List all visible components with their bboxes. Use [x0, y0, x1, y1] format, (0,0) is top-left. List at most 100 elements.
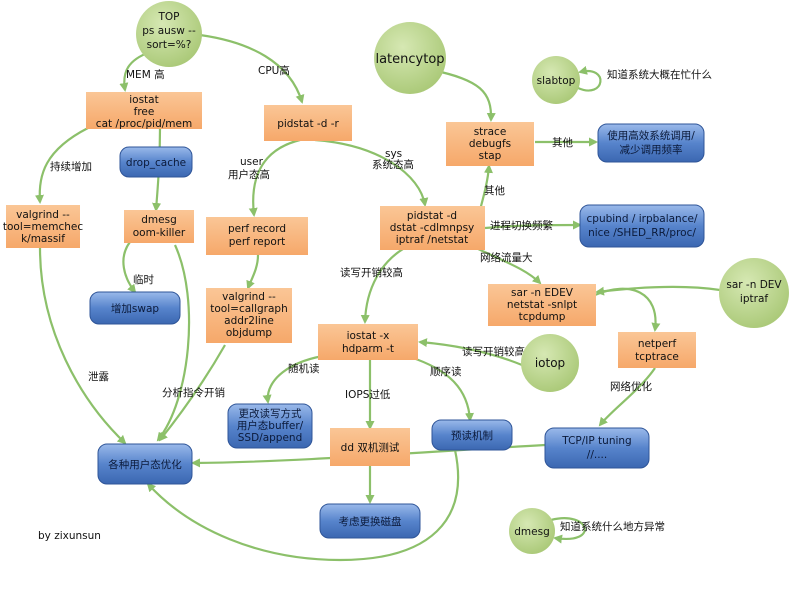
node-syscall-opt-line2: 减少调用频率 — [620, 143, 683, 156]
node-dmesg-bottom-shape — [509, 508, 555, 554]
edge-iostat-to-valgrind — [34, 127, 89, 204]
edge-pidstat-d-to-iostat-x — [360, 244, 411, 324]
edge-valgrind-to-user-opt — [38, 247, 127, 445]
node-valgrind-memcheck: valgrind -- tool=memchec k/massif — [3, 205, 83, 248]
node-iostat-free-line1: iostat — [129, 94, 158, 106]
node-change-rw: 更改读写方式 用户态buffer/ SSD/append — [227, 403, 313, 449]
node-sar-dev-shape — [719, 258, 789, 328]
node-valgrind-memcheck-line2: tool=memchec — [3, 221, 83, 233]
node-slabtop-shape — [532, 56, 580, 104]
node-dmesg-oom-line1: dmesg — [141, 214, 177, 226]
node-change-rw-shape — [227, 403, 313, 449]
node-iotop-shape — [521, 334, 579, 392]
node-iostat-free-line2: free — [134, 106, 155, 118]
edge-sar-edev-to-netperf — [594, 287, 661, 332]
node-strace: strace debugfs stap — [446, 122, 534, 166]
label-net-traffic: 网络流量大 — [480, 251, 533, 264]
node-readahead: 预读机制 — [431, 419, 513, 451]
node-dmesg-bottom-text: dmesg — [514, 526, 550, 538]
edge-dmesg-to-swap — [122, 241, 137, 294]
node-pidstat-r-shape — [264, 105, 352, 141]
node-cpubind-shape — [579, 204, 705, 248]
node-user-opt: 各种用户态优化 — [97, 443, 193, 485]
label-ctx-switch: 进程切换频繁 — [490, 219, 553, 232]
node-replace-disk: 考虑更换磁盘 — [319, 503, 421, 539]
author-credit: by zixunsun — [38, 530, 101, 542]
node-valgrind-callgraph-line1: valgrind -- — [222, 291, 276, 303]
node-drop-cache-shape — [119, 146, 193, 178]
node-drop-cache-text: drop_cache — [126, 157, 186, 169]
node-pidstat-r-text: pidstat -d -r — [277, 118, 339, 130]
node-iostat-free-shape — [86, 92, 202, 129]
node-tcp-tuning-line2: //.... — [587, 449, 607, 461]
edge-slabtop-loop — [577, 66, 602, 92]
node-top-shape — [136, 1, 202, 67]
node-pidstat-d-line2: dstat -cdlmnpsy — [390, 222, 475, 234]
label-analyze-instr: 分析指令开销 — [162, 386, 225, 399]
node-replace-disk-text: 考虑更换磁盘 — [339, 515, 402, 528]
node-tcp-tuning-shape — [544, 427, 650, 469]
label-rw-high-1: 读写开销较高 — [340, 266, 403, 279]
edge-labels: MEM 高 CPU高 持续增加 user 用户态高 sys 系统态高 临时 其他… — [50, 64, 712, 533]
edge-latencytop-to-strace — [431, 68, 496, 122]
label-other-1: 其他 — [552, 136, 573, 149]
node-iostat-free: iostat free cat /proc/pid/mem — [86, 92, 202, 130]
node-top-line2: ps ausw -- — [142, 25, 196, 37]
node-add-swap: 增加swap — [89, 291, 181, 325]
node-slabtop-text: slabtop — [537, 75, 576, 87]
node-cpubind-line2: nice /SHED_RR/proc/ — [588, 227, 696, 239]
node-sar-dev: sar -n DEV iptraf — [719, 258, 789, 328]
node-iostat-x-line2: hdparm -t — [342, 343, 394, 355]
node-pidstat-d: pidstat -d dstat -cdlmnpsy iptraf /netst… — [380, 206, 485, 250]
node-readahead-shape — [431, 419, 513, 451]
node-pidstat-d-line1: pidstat -d — [407, 210, 457, 222]
node-sar-dev-line2: iptraf — [740, 293, 768, 305]
node-latencytop: latencytop — [374, 22, 446, 94]
node-sar-dev-line1: sar -n DEV — [726, 279, 782, 291]
node-dd-test-shape — [330, 428, 410, 466]
label-sys-state-2: 系统态高 — [372, 158, 414, 171]
node-top-line3: sort=%? — [147, 39, 192, 51]
label-net-opt: 网络优化 — [610, 380, 652, 393]
node-dd-test: dd 双机测试 — [330, 428, 410, 466]
edge-dmesg-loop — [550, 517, 586, 544]
label-leak: 泄露 — [88, 370, 109, 383]
edge-pidstat-r-to-perf — [248, 138, 301, 217]
node-valgrind-memcheck-line3: k/massif — [21, 233, 65, 245]
node-syscall-opt: 使用高效系统调用/ 减少调用频率 — [597, 123, 705, 163]
node-iostat-free-line3: cat /proc/pid/mem — [96, 118, 192, 130]
node-netperf-shape — [618, 332, 696, 368]
node-change-rw-line3: SSD/append — [238, 432, 303, 444]
node-sar-edev-line2: netstat -snlpt — [507, 299, 577, 311]
node-netperf-line1: netperf — [638, 338, 677, 350]
node-iotop: iotop — [521, 334, 579, 392]
node-add-swap-shape — [89, 291, 181, 325]
node-strace-line1: strace — [474, 126, 507, 138]
node-sar-edev-line1: sar -n EDEV — [511, 287, 574, 299]
node-latencytop-shape — [374, 22, 446, 94]
edge-readahead-to-user-opt — [146, 449, 460, 562]
node-sar-edev-shape — [488, 284, 596, 326]
node-perf-line2: perf report — [229, 236, 286, 248]
node-strace-line3: stap — [479, 150, 502, 162]
edge-top-to-pidstat-r — [199, 33, 305, 104]
node-iostat-x: iostat -x hdparm -t — [318, 324, 418, 360]
label-mem-high: MEM 高 — [126, 68, 165, 81]
node-netperf: netperf tcptrace — [618, 332, 696, 368]
node-strace-shape — [446, 122, 534, 166]
node-cpubind-line1: cpubind / irpbalance/ — [587, 213, 698, 225]
node-readahead-text: 预读机制 — [451, 429, 493, 442]
label-slabtop-note: 知道系统大概在忙什么 — [607, 68, 712, 81]
node-sar-edev-line3: tcpdump — [519, 311, 566, 323]
node-valgrind-memcheck-shape — [6, 205, 80, 248]
label-sys-state-1: sys — [385, 148, 402, 160]
edge-callgraph-to-user-opt — [158, 344, 226, 442]
edge-perf-to-callgraph — [246, 254, 260, 290]
node-perf: perf record perf report — [206, 217, 308, 255]
node-cpubind: cpubind / irpbalance/ nice /SHED_RR/proc… — [579, 204, 705, 248]
label-other-2: 其他 — [484, 184, 505, 197]
node-valgrind-callgraph-line2: tool=callgraph — [210, 303, 287, 315]
node-valgrind-memcheck-line1: valgrind -- — [16, 209, 70, 221]
node-top: TOP ps ausw -- sort=%? — [136, 1, 202, 67]
